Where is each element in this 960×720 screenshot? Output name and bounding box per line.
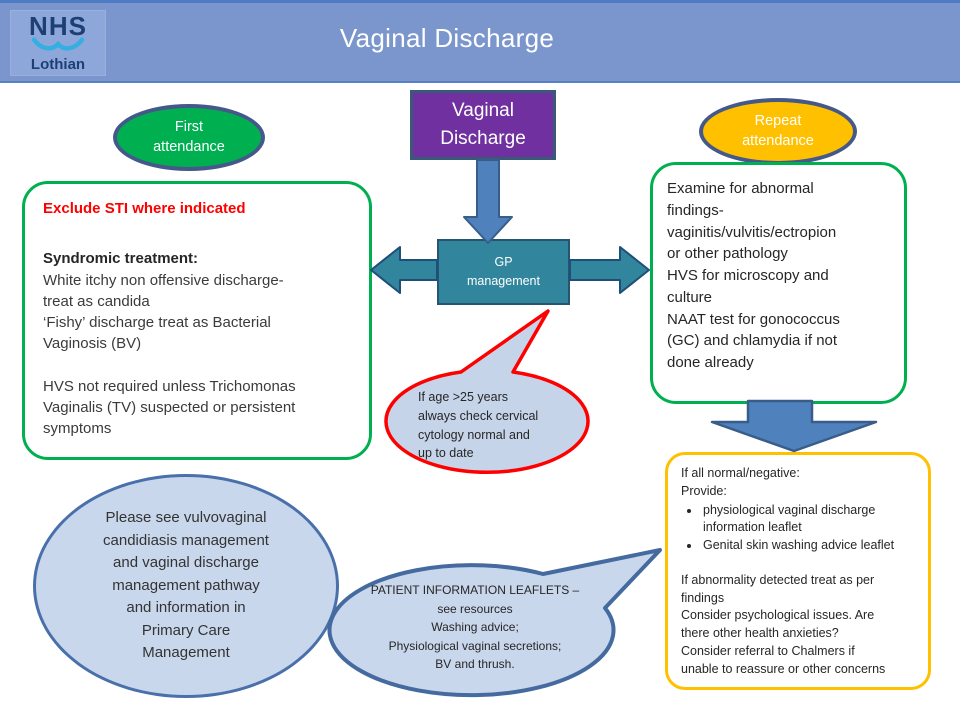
header-banner: NHS Lothian Vaginal Discharge [0,0,960,83]
page-title: Vaginal Discharge [339,23,555,53]
exclude-sti-alert: Exclude STI where indicated [43,200,246,217]
cytology-callout-text: If age >25 years always check cervical c… [418,390,539,461]
leaflet-bullet: Genital skin washing advice leaflet [701,537,918,555]
gp-to-first-arrow-icon [370,246,438,294]
abnormality-guidance: If abnormality detected treat as per fin… [681,572,886,676]
nhs-logo-text: NHS [29,10,87,41]
leaflet-bullet: physiological vaginal discharge informat… [701,502,918,538]
leaflets-callout-text: PATIENT INFORMATION LEAFLETS – see resou… [370,583,580,672]
leaflet-bullet-list: physiological vaginal discharge informat… [681,502,918,555]
outcome-box: If all normal/negative: Provide: physiol… [665,452,931,690]
nhs-region-text: Lothian [30,55,86,73]
repeat-attendance-ellipse: Repeat attendance [699,98,857,165]
first-attendance-box: Exclude STI where indicated Syndromic tr… [22,181,372,460]
hvs-note: HVS not required unless Trichomonas Vagi… [43,377,296,438]
gp-to-repeat-arrow-icon [569,246,650,294]
repeat-attendance-box: Examine for abnormal findings- vaginitis… [650,162,907,404]
root-to-gp-arrow-icon [463,159,513,244]
first-attendance-ellipse: First attendance [113,104,265,171]
primary-care-ellipse: Please see vulvovaginal candidiasis mana… [33,474,339,698]
normal-negative-intro: If all normal/negative: Provide: [681,466,800,498]
syndromic-treatment-body: White itchy non offensive discharge- tre… [43,271,284,353]
nhs-waves-icon [29,37,87,58]
gp-management-node: GP management [437,239,570,305]
syndromic-treatment-heading: Syndromic treatment: [43,250,199,268]
nhs-lothian-logo: NHS Lothian [10,10,106,76]
repeat-to-outcome-arrow-icon [710,399,878,453]
vaginal-discharge-node: Vaginal Discharge [410,90,556,160]
